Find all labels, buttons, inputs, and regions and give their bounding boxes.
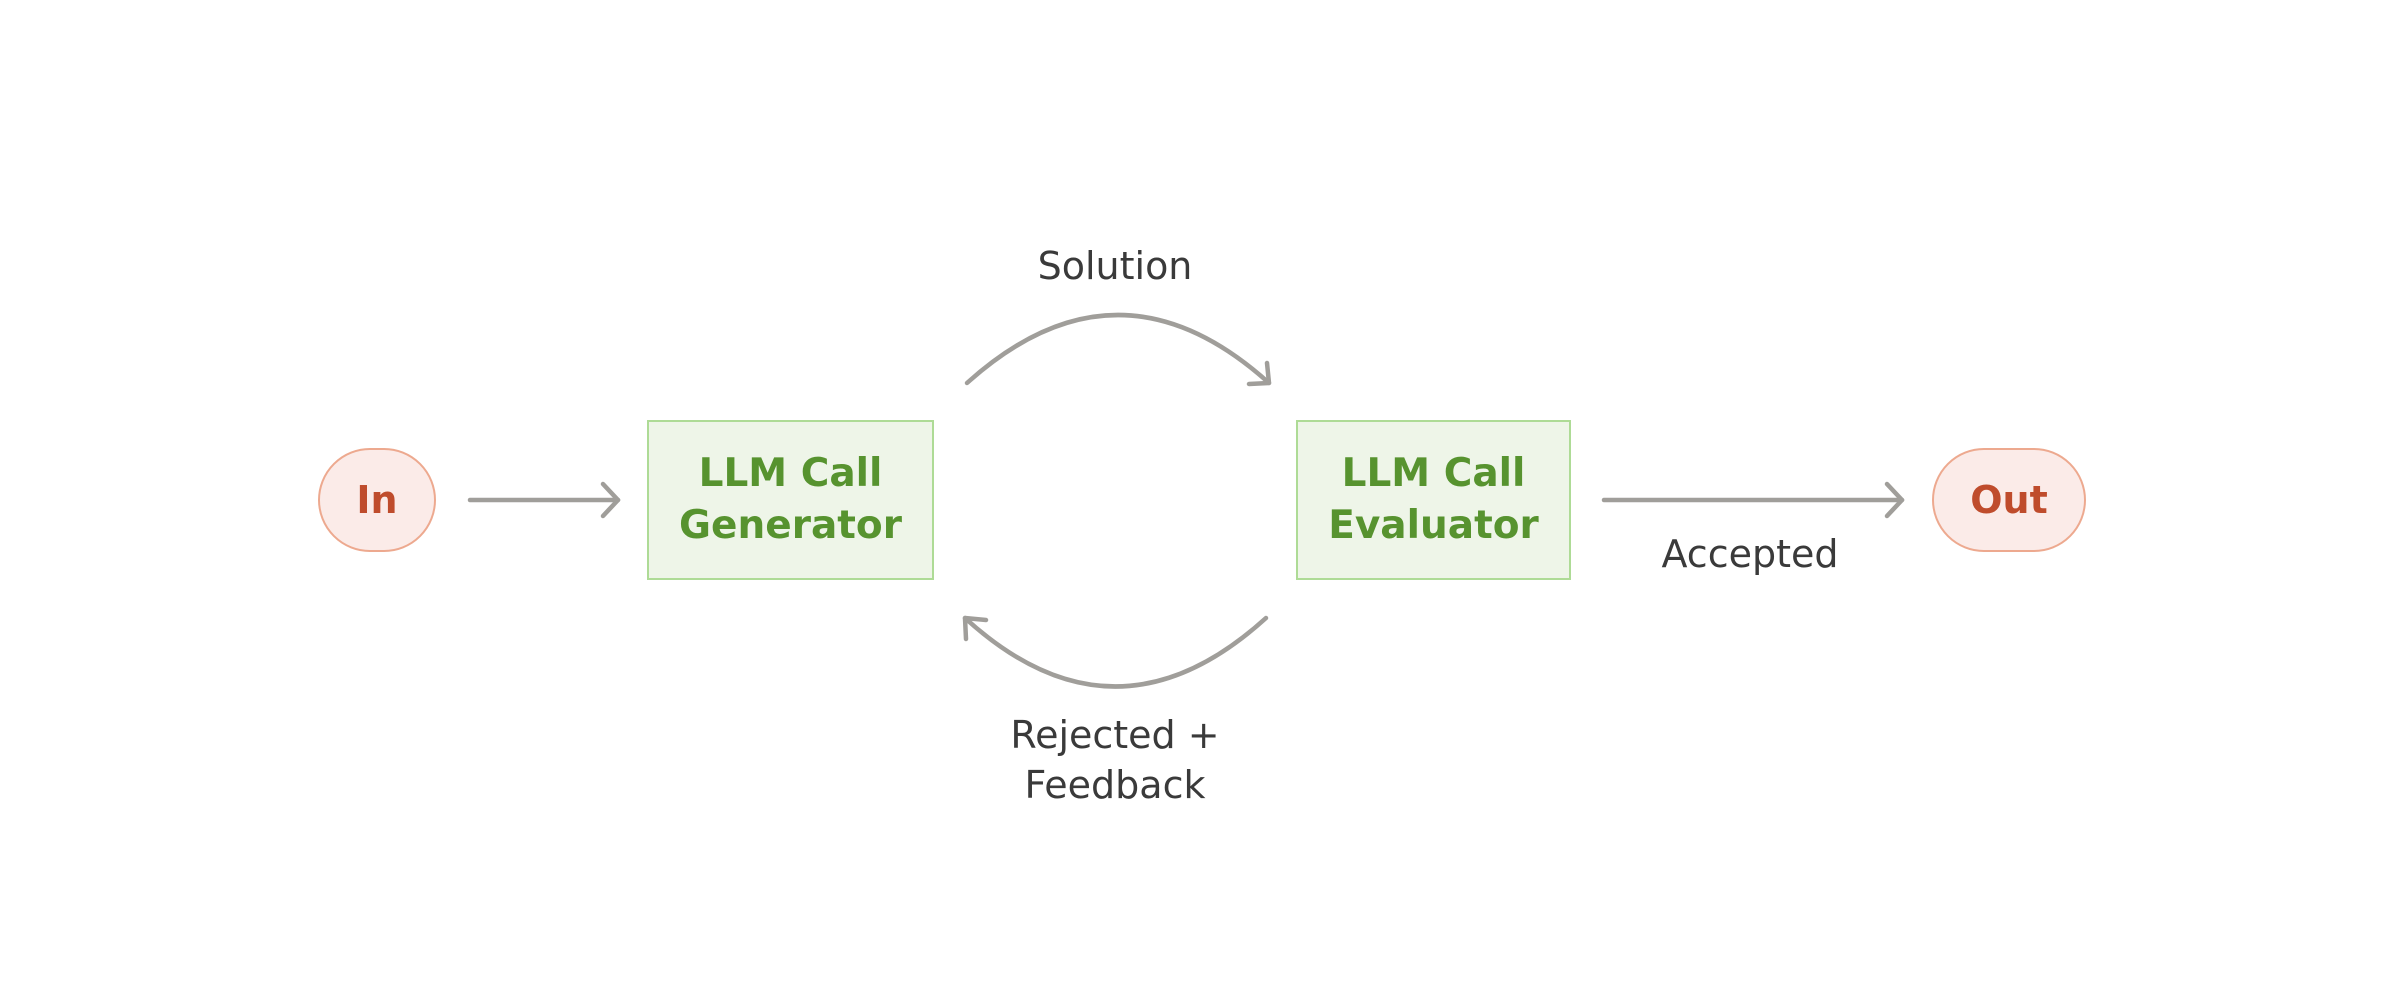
generator-node: LLM Call Generator <box>647 420 934 580</box>
rejected-feedback-label: Rejected + Feedback <box>965 710 1265 810</box>
input-node-label: In <box>356 478 398 522</box>
rejected-label-line2: Feedback <box>1024 763 1206 807</box>
arrow-solution <box>964 312 1272 387</box>
generator-node-line2: Generator <box>679 503 902 548</box>
output-node: Out <box>1932 448 2086 552</box>
evaluator-node: LLM Call Evaluator <box>1296 420 1571 580</box>
rejected-label-line1: Rejected + <box>1010 713 1220 757</box>
evaluator-node-line2: Evaluator <box>1328 503 1539 548</box>
arrow-accepted <box>1601 481 1905 519</box>
accepted-label: Accepted <box>1661 532 1839 576</box>
solution-label: Solution <box>1037 244 1193 288</box>
output-node-label: Out <box>1970 478 2048 522</box>
arrow-rejected-feedback <box>962 615 1269 689</box>
evaluator-node-line1: LLM Call <box>1341 451 1526 496</box>
arrow-in-to-generator <box>467 481 621 519</box>
input-node: In <box>318 448 436 552</box>
generator-node-line1: LLM Call <box>698 451 883 496</box>
